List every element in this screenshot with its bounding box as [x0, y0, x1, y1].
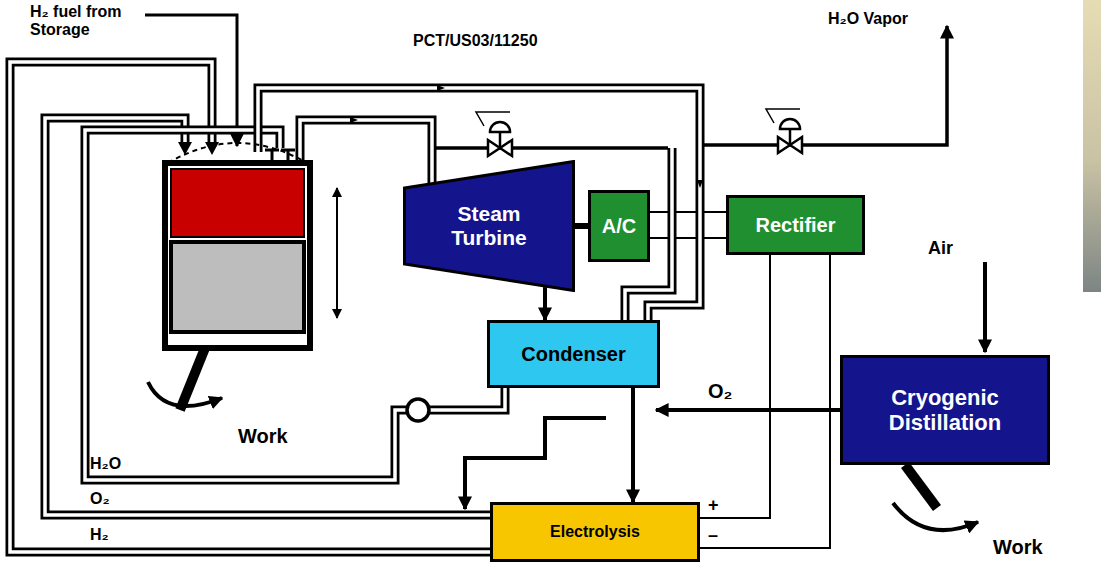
hydrogen-line-label: H₂	[90, 526, 109, 544]
fuel-label: H₂ fuel from Storage	[30, 3, 155, 40]
polarity-label: –	[707, 526, 719, 544]
valve-actuator	[490, 122, 510, 132]
oxygen-line-label: O₂	[90, 490, 110, 508]
power-wire	[650, 211, 726, 213]
distillation-box: Cryogenic Distillation	[840, 355, 1050, 465]
node-label: Cryogenic Distillation	[850, 385, 1040, 436]
electrolysis-box: Electrolysis	[490, 502, 700, 562]
node-label: Electrolysis	[550, 523, 640, 541]
dc-wire	[700, 255, 770, 518]
shaft-line	[575, 223, 588, 229]
connecting-rod	[180, 348, 205, 410]
oxygen-pipe	[45, 118, 490, 515]
valve-stem	[789, 129, 792, 145]
hydrogen-pipe	[10, 62, 490, 552]
flow-arrow	[697, 180, 703, 188]
flow-arrow	[437, 85, 445, 91]
water-line-label: H₂O	[90, 455, 121, 473]
polarity-label: +	[707, 496, 720, 514]
turbine-shape	[405, 162, 574, 291]
water-pipe	[429, 388, 505, 410]
generator-box: A/C	[588, 190, 650, 262]
valve-symbol	[500, 140, 512, 156]
exhaust-pipe	[300, 120, 432, 186]
node-label: Rectifier	[755, 214, 835, 237]
return-pipe	[258, 88, 700, 320]
valve-actuator	[780, 119, 800, 129]
oxygen-feed-line	[465, 418, 606, 509]
dc-wire	[700, 255, 830, 548]
rectifier-box: Rectifier	[726, 195, 865, 255]
node-label: A/C	[602, 215, 636, 238]
work-arrow	[893, 503, 978, 530]
power-wire	[650, 237, 726, 239]
oxygen-label: O₂	[708, 380, 732, 403]
patent-number: PCT/US03/11250	[413, 32, 538, 50]
turbine-node: Steam Turbine	[403, 160, 575, 292]
engine-cylinder	[165, 163, 310, 348]
piston	[171, 242, 304, 332]
node-label: Steam Turbine	[423, 202, 555, 250]
condenser-box: Condenser	[487, 320, 660, 388]
flow-arrow	[350, 117, 358, 123]
photo-edge	[1083, 0, 1101, 292]
valve-actuator	[476, 112, 510, 126]
pump-symbol	[407, 399, 429, 421]
drive-shaft	[905, 465, 937, 508]
work-label: Work	[993, 536, 1043, 559]
valve-actuator	[766, 109, 800, 123]
water-pipe	[429, 388, 505, 410]
water-arrow	[631, 388, 635, 502]
pipe-arrow	[178, 142, 192, 155]
bypass-line	[436, 146, 668, 150]
work-arrow	[148, 382, 222, 406]
water-pipe	[85, 130, 407, 480]
combustion-chamber	[171, 169, 304, 237]
valve-stem	[499, 132, 502, 148]
steam-arrow	[543, 287, 547, 320]
air-arrow	[983, 262, 987, 352]
oxygen-pipe	[45, 118, 490, 515]
oxygen-arrow	[656, 408, 840, 412]
hydrogen-pipe	[10, 62, 490, 552]
valve-symbol	[790, 137, 802, 153]
work-label: Work	[238, 425, 288, 448]
pipe-arrow	[205, 142, 219, 155]
air-label: Air	[928, 238, 953, 259]
return-pipe	[258, 88, 700, 320]
vapor-label: H₂O Vapor	[828, 10, 908, 28]
water-pipe	[85, 130, 407, 480]
stroke-arrow	[336, 188, 338, 318]
node-label: Condenser	[521, 343, 625, 366]
exhaust-pipe	[300, 120, 432, 186]
vapor-line	[704, 26, 947, 145]
